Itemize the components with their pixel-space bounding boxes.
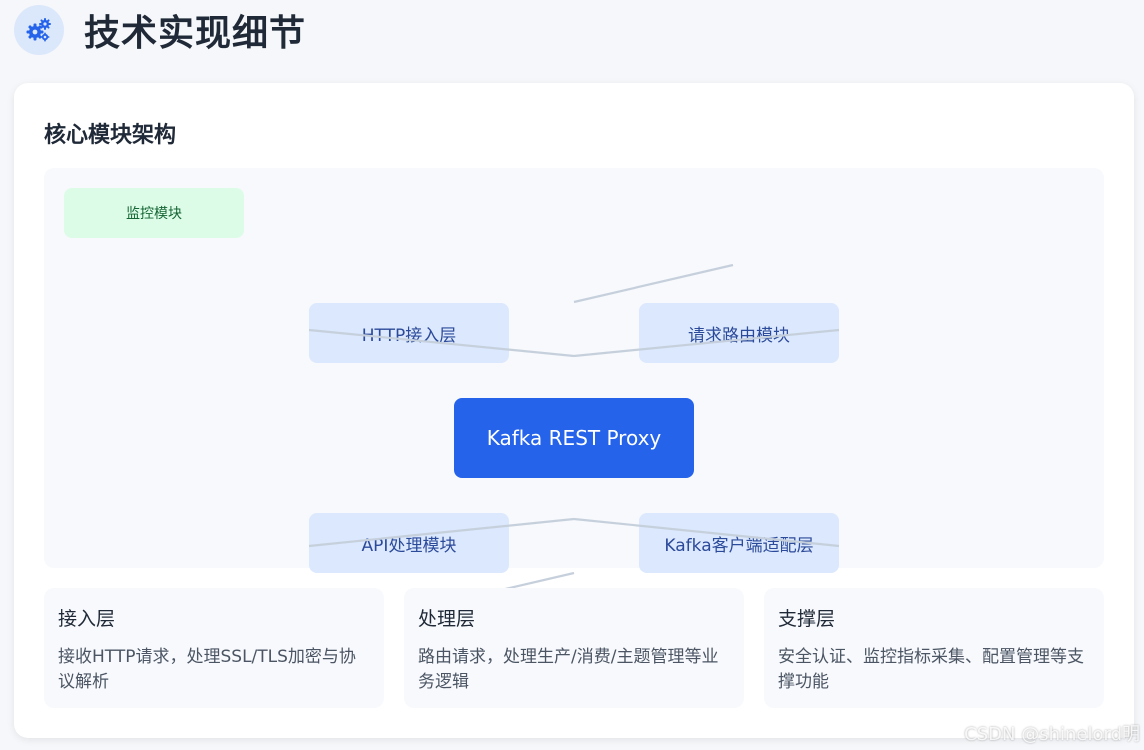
section-title: 核心模块架构 [44, 123, 177, 148]
layer-title: 支撑层 [778, 608, 836, 630]
layer-card-support: 支撑层 安全认证、监控指标采集、配置管理等支撑功能 [764, 588, 1104, 708]
node-monitor: 监控模块 [64, 188, 244, 238]
node-request-routing: 请求路由模块 [639, 303, 839, 363]
layer-card-processing: 处理层 路由请求，处理生产/消费/主题管理等业务逻辑 [404, 588, 744, 708]
layer-card-access: 接入层 接收HTTP请求，处理SSL/TLS加密与协议解析 [44, 588, 384, 708]
watermark: CSDN @shinelord明 [964, 724, 1140, 745]
node-kafka-rest-proxy: Kafka REST Proxy [454, 398, 694, 478]
architecture-card: 核心模块架构 监控模块 HTTP接入层 请求路由模块 Kafka REST Pr… [14, 83, 1134, 738]
page-title: 技术实现细节 [84, 13, 307, 54]
architecture-diagram: 监控模块 HTTP接入层 请求路由模块 Kafka REST Proxy API… [44, 168, 1104, 573]
node-kafka-client-adapter: Kafka客户端适配层 [639, 513, 839, 573]
layer-title: 处理层 [418, 608, 476, 630]
layer-description: 安全认证、监控指标采集、配置管理等支撑功能 [778, 647, 1084, 692]
layer-description: 接收HTTP请求，处理SSL/TLS加密与协议解析 [58, 647, 356, 692]
node-http-layer: HTTP接入层 [309, 303, 509, 363]
layer-description: 路由请求，处理生产/消费/主题管理等业务逻辑 [418, 647, 719, 692]
gears-icon [14, 5, 64, 55]
layer-title: 接入层 [58, 608, 116, 630]
node-api-processing: API处理模块 [309, 513, 509, 573]
page-header: 技术实现细节 [14, 4, 306, 56]
